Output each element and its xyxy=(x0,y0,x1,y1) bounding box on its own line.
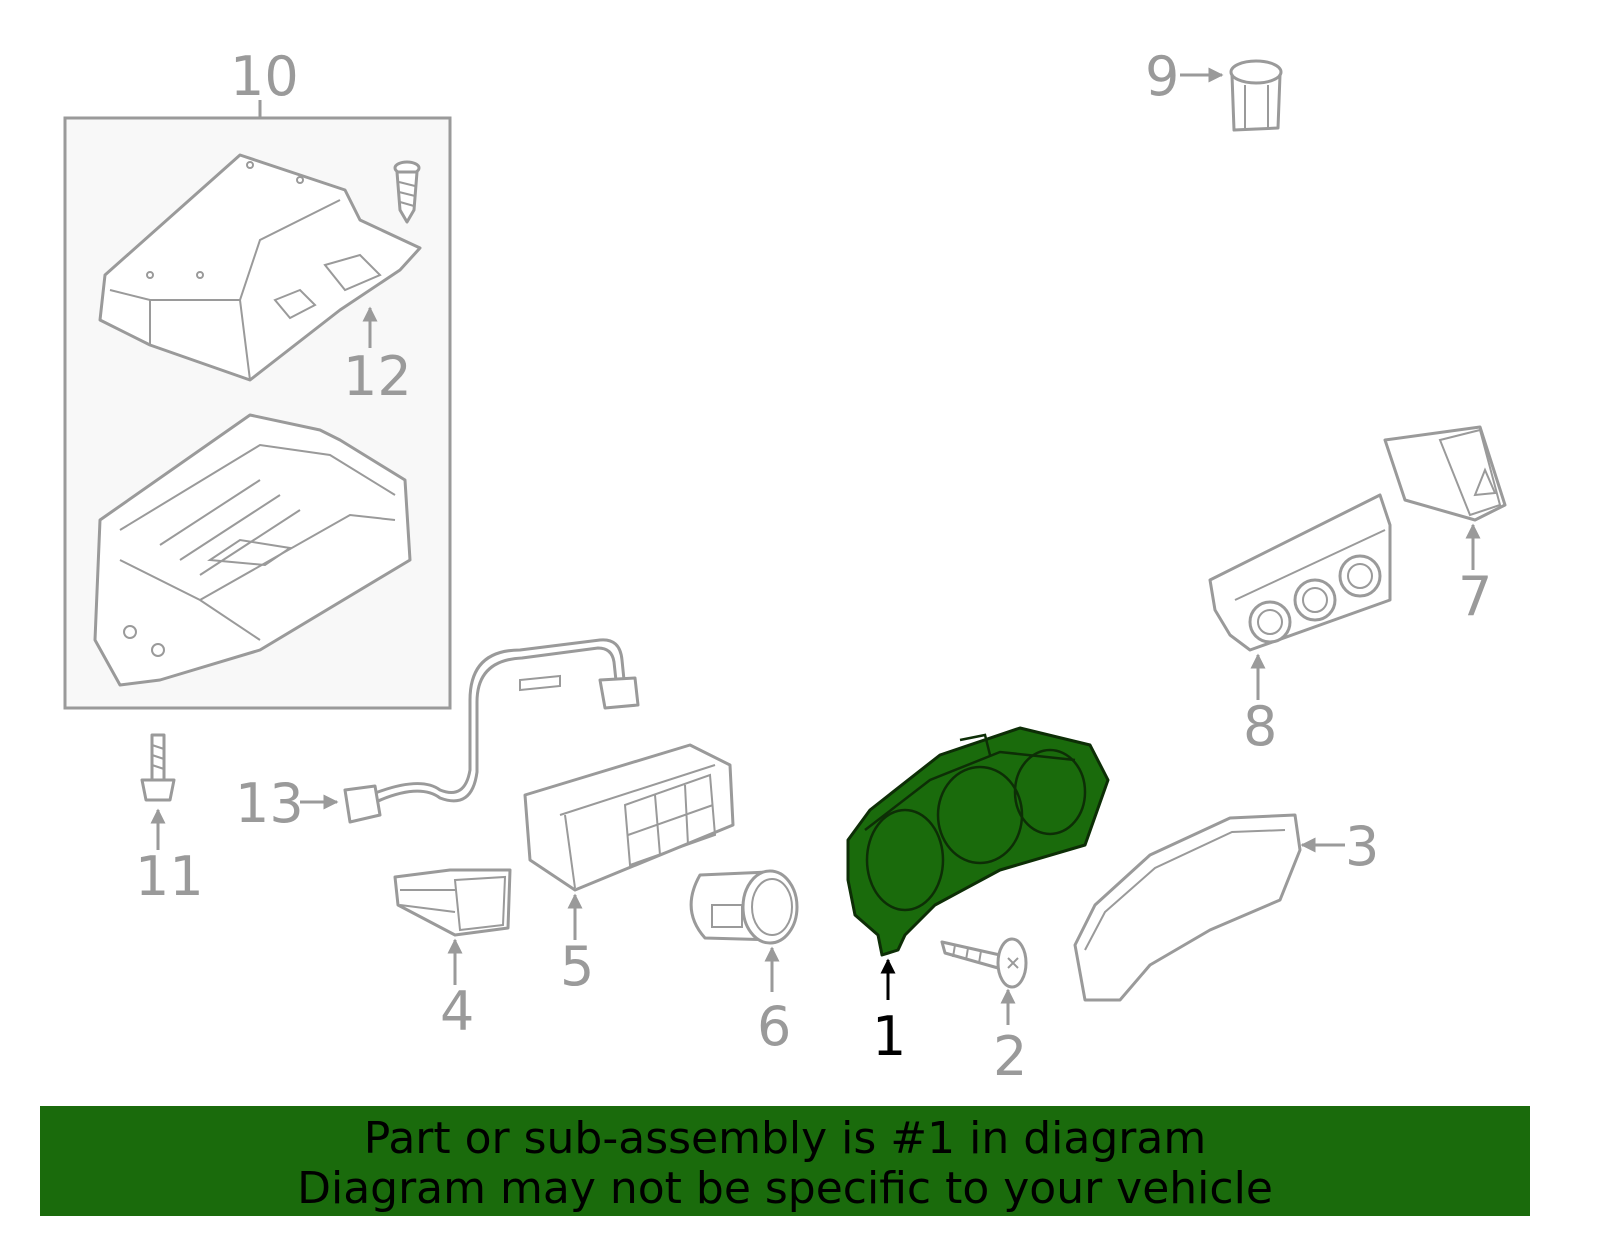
part-1-instrument-cluster[interactable] xyxy=(846,726,1110,957)
callout-9: 9 xyxy=(1145,45,1179,108)
callout-7: 7 xyxy=(1458,565,1492,628)
part-9-cap[interactable] xyxy=(1229,59,1283,132)
callout-5: 5 xyxy=(560,935,594,998)
part-11-bolt[interactable] xyxy=(140,733,176,802)
callout-3: 3 xyxy=(1345,815,1379,878)
part-8-climate-control[interactable] xyxy=(1208,493,1392,652)
part-5-switch-panel[interactable] xyxy=(523,743,735,892)
part-12-screw[interactable] xyxy=(393,160,421,224)
callout-12: 12 xyxy=(343,345,412,408)
part-2-screw[interactable] xyxy=(940,937,1028,989)
info-banner: Part or sub-assembly is #1 in diagram Di… xyxy=(40,1106,1530,1216)
callout-6: 6 xyxy=(757,995,791,1058)
callout-2: 2 xyxy=(993,1025,1027,1088)
part-12-cover[interactable] xyxy=(98,153,422,382)
banner-line-2: Diagram may not be specific to your vehi… xyxy=(297,1163,1273,1214)
callout-1: 1 xyxy=(872,1005,906,1068)
part-7-hazard-switch[interactable] xyxy=(1383,425,1507,522)
callout-10: 10 xyxy=(230,45,299,108)
part-13-harness[interactable] xyxy=(343,638,640,824)
callout-8: 8 xyxy=(1243,695,1277,758)
callout-13: 13 xyxy=(235,772,304,835)
part-4-switch[interactable] xyxy=(393,868,512,937)
callout-11: 11 xyxy=(135,845,204,908)
callout-4: 4 xyxy=(440,980,474,1043)
part-3-bezel[interactable] xyxy=(1073,813,1302,1002)
banner-line-1: Part or sub-assembly is #1 in diagram xyxy=(363,1113,1207,1164)
part-6-start-button[interactable] xyxy=(689,869,799,945)
part-10-tray[interactable] xyxy=(93,413,412,687)
